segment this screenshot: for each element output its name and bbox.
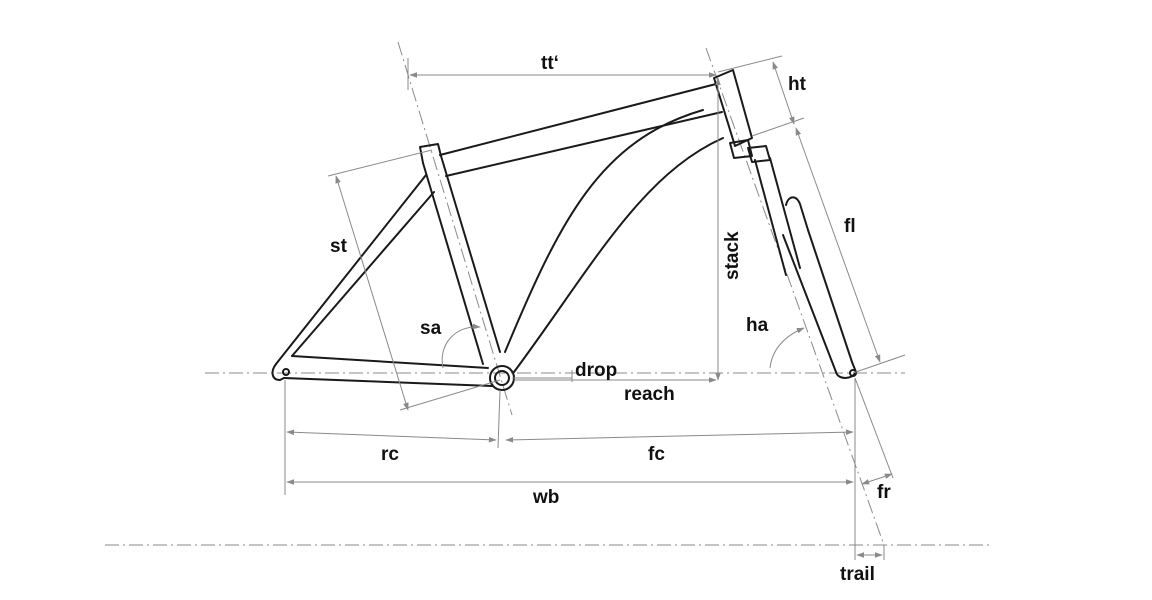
- seat-collar: [419, 143, 442, 164]
- bottom-bracket: [489, 365, 515, 391]
- seat-tube-axis: [397, 41, 513, 416]
- centerlines: [105, 41, 990, 546]
- label-fr: fr: [877, 482, 891, 503]
- seat-stay: [275, 174, 435, 365]
- dimension-labels: tt‘ ht st fl stack sa ha drop reach rc f…: [330, 53, 891, 585]
- seat-tube: [422, 155, 501, 365]
- front-axle: [849, 369, 857, 377]
- fork-stanchion: [754, 157, 801, 276]
- label-trail: trail: [840, 564, 875, 585]
- fork-crown: [729, 139, 771, 163]
- label-wb: wb: [532, 487, 559, 508]
- st-dimension: [335, 175, 409, 411]
- label-fc: fc: [648, 444, 665, 465]
- ht-dimension: [772, 61, 795, 125]
- fork-lower: [782, 229, 853, 373]
- bike-frame: [271, 69, 857, 391]
- label-sa: sa: [420, 318, 442, 339]
- sa-angle-arc: [441, 323, 481, 369]
- bottom-bracket-inner: [494, 370, 510, 386]
- fl-extension-bottom: [852, 354, 906, 374]
- fc-dimension: [505, 429, 854, 443]
- top-tube: [439, 83, 723, 177]
- down-tube: [504, 109, 724, 373]
- label-stack: stack: [722, 231, 743, 280]
- label-drop: drop: [575, 360, 617, 381]
- label-reach: reach: [624, 384, 675, 405]
- label-ha: ha: [746, 315, 769, 336]
- rc-dimension: [286, 429, 497, 443]
- label-fl: fl: [844, 216, 856, 237]
- chain-stay: [283, 355, 493, 387]
- fr-dimension: [861, 473, 893, 485]
- rear-dropout: [271, 363, 285, 381]
- fl-dimension: [795, 127, 881, 363]
- label-ht: ht: [788, 74, 807, 95]
- label-tt: tt‘: [541, 53, 559, 74]
- rear-axle: [282, 368, 290, 376]
- ht-extension-bottom: [751, 117, 805, 137]
- label-rc: rc: [381, 444, 399, 465]
- steering-axis: [705, 47, 885, 546]
- ha-angle-arc: [769, 327, 805, 369]
- st-extension-bottom: [399, 379, 501, 411]
- bb-extension: [497, 389, 501, 449]
- ht-extension-top: [717, 55, 783, 73]
- st-extension-top: [327, 149, 433, 177]
- fr-extension: [854, 377, 894, 479]
- head-tube: [713, 69, 753, 147]
- label-st: st: [330, 236, 348, 257]
- dimension-lines: [284, 55, 906, 560]
